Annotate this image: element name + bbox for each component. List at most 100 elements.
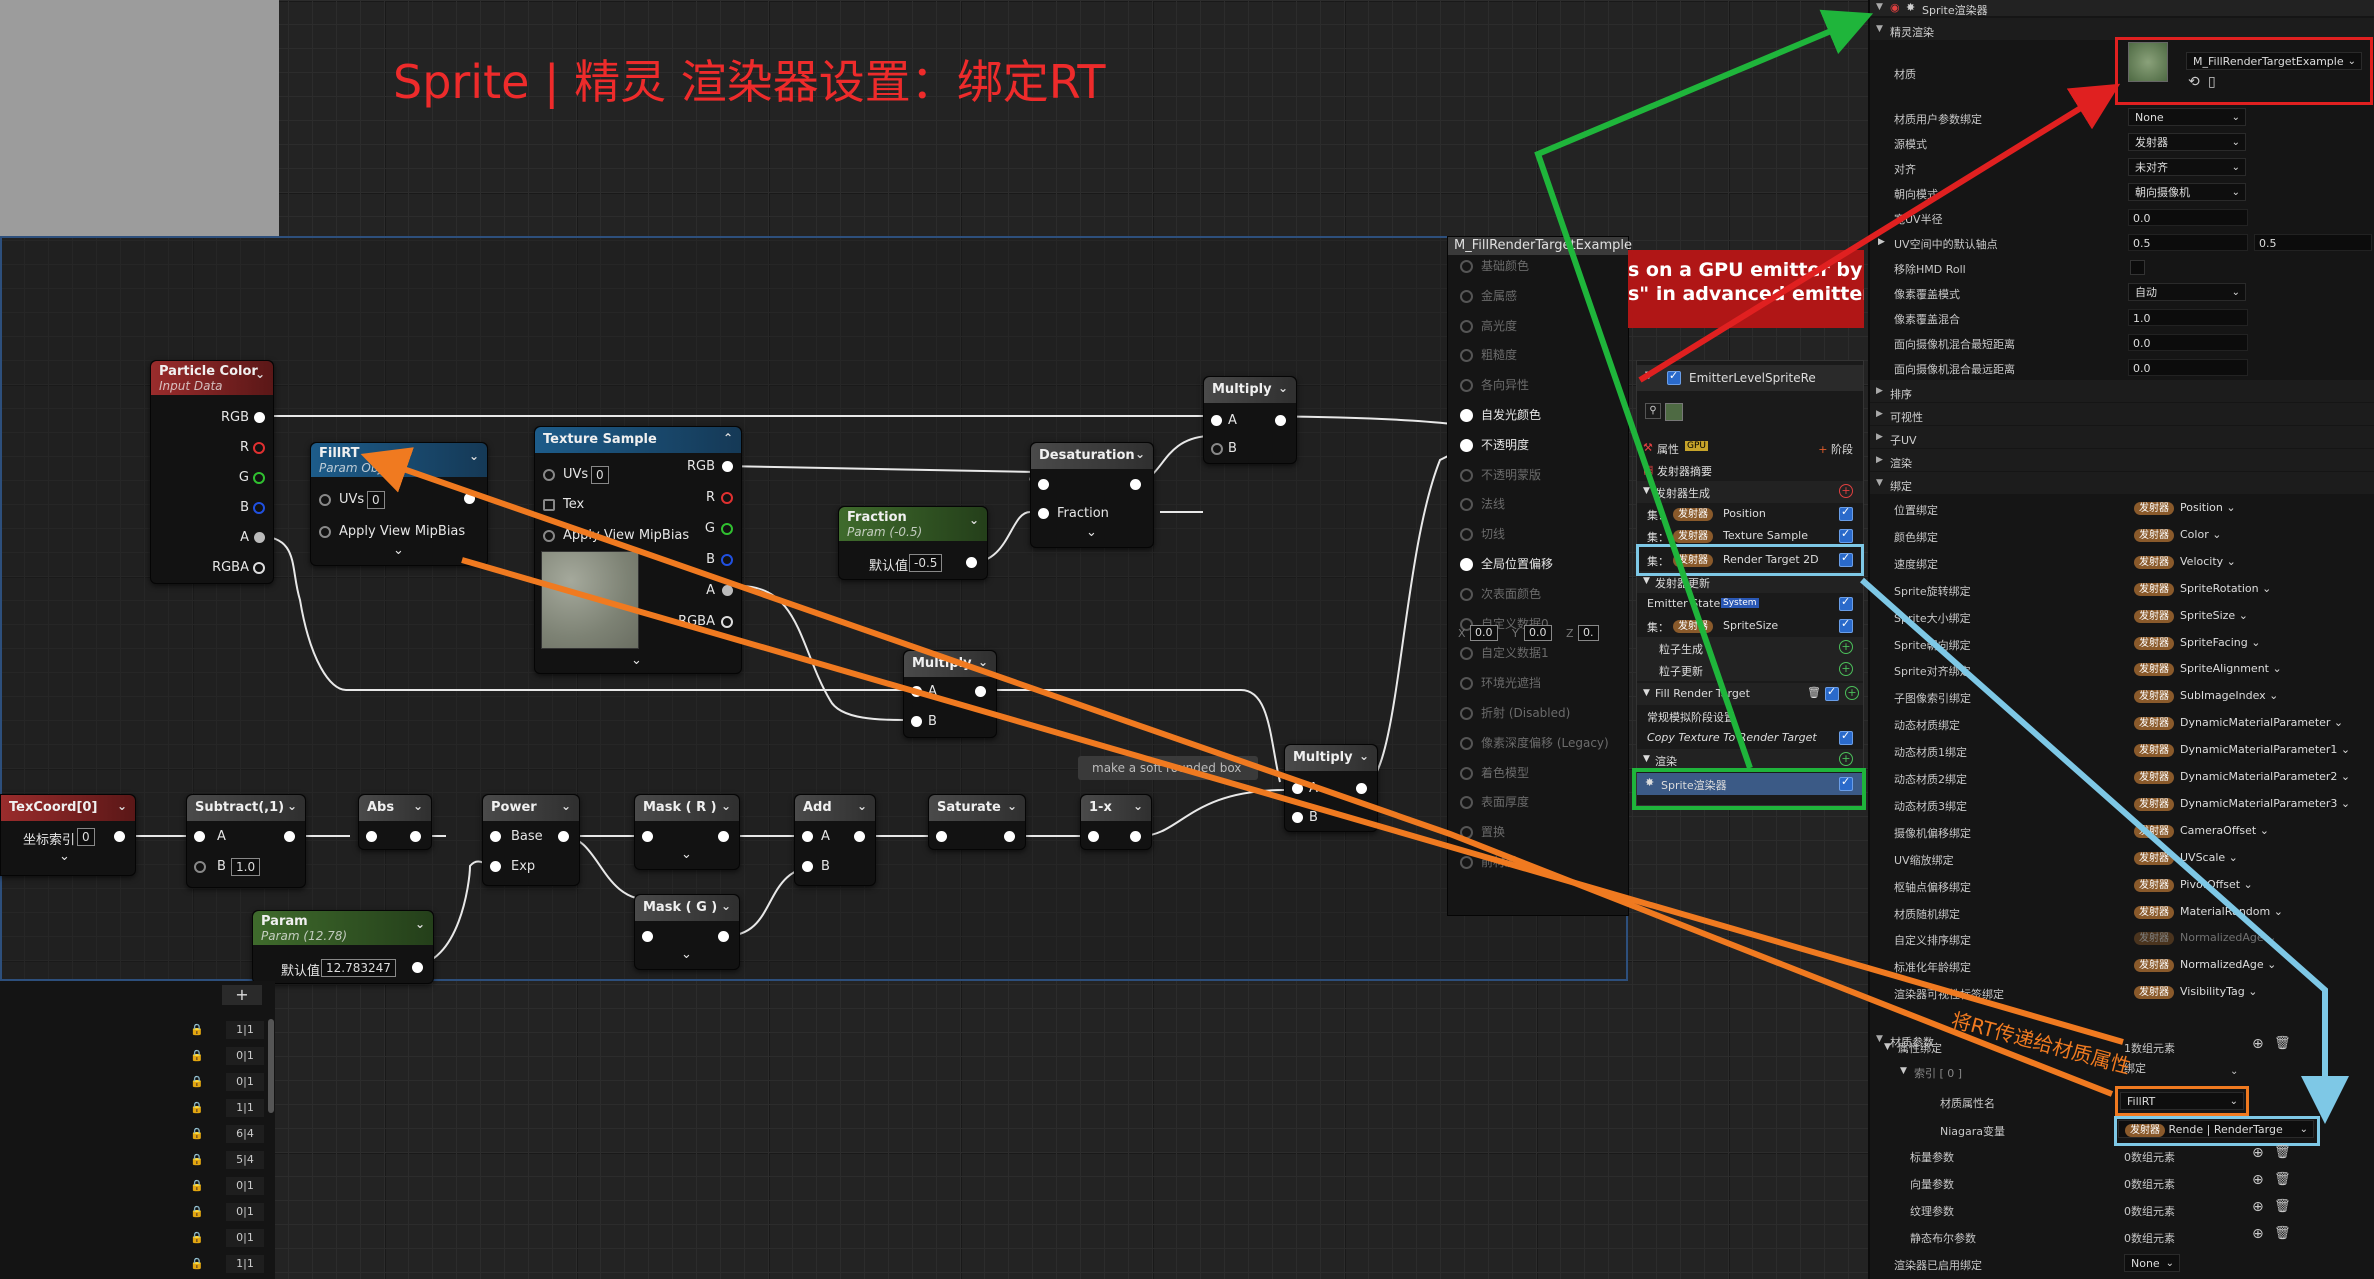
pin-output[interactable] [1004,831,1015,842]
settings-number-input-x[interactable]: 0.5 [2128,234,2248,251]
material-pin[interactable] [1460,558,1473,571]
section-header[interactable]: ▶子UV [1870,426,2374,448]
pin-a[interactable] [802,831,813,842]
trash-icon[interactable]: 🗑 [2274,1172,2291,1187]
add-element-icon[interactable]: ⊕ [2252,1172,2264,1188]
node-texcoord[interactable]: TexCoord[0]⌄ 坐标索引 0 ⌄ [0,794,136,876]
expand-icon[interactable]: ▶ [1876,409,1883,419]
parameter-list[interactable]: + 🔒1|1🔒0|1🔒0|1🔒1|1🔒6|4🔒5|4🔒0|1🔒0|1🔒0|1🔒1… [0,981,275,1279]
out-b[interactable] [721,554,733,566]
material-pin[interactable] [1460,349,1473,363]
pin-output[interactable] [975,686,986,697]
lock-icon[interactable]: 🔒 [190,1205,204,1218]
pin-rgba[interactable] [253,562,265,574]
out-r[interactable] [721,492,733,504]
material-pin[interactable] [1460,647,1473,661]
pin-a[interactable] [1211,415,1222,426]
wpo-z-value[interactable]: 0. [1578,625,1599,641]
default-value[interactable]: 12.783247 [321,959,396,977]
row-sprite-size[interactable]: 集： 发射器 SpriteSize [1637,615,1863,637]
add-module-icon[interactable]: + [1839,662,1853,676]
material-pin-row[interactable]: 全局位置偏移 [1460,555,1553,572]
chevron-down-icon[interactable]: ⌄ [254,367,265,381]
header-sprite-renderer[interactable]: ▼ ◉ ✸ Sprite渲染器 [1870,0,2374,17]
material-pin-row[interactable]: 表面厚度 [1460,793,1529,810]
chevron-down-icon[interactable]: ⌄ [1132,799,1143,813]
material-pin-row[interactable]: 法线 [1460,495,1505,512]
list-item[interactable]: 🔒5|4 [184,1149,268,1173]
emitter-enabled-checkbox[interactable] [1667,369,1681,385]
material-pin[interactable] [1460,379,1473,393]
settings-number-input[interactable]: 0.0 [2128,334,2248,351]
row-particle-spawn[interactable]: 粒子生成 + [1637,637,1863,659]
material-pin[interactable] [1460,409,1473,422]
add-element-icon[interactable]: ⊕ [2252,1036,2264,1052]
add-stage-button[interactable]: + 阶段 [1818,441,1853,457]
chevron-down-icon[interactable]: ⌄ [681,947,692,962]
emitter-header[interactable]: ▼ EmitterLevelSpriteRe [1637,365,1863,391]
uvs-value[interactable]: 0 [591,466,609,484]
folder-icon[interactable]: ▯ [2208,74,2216,90]
chevron-down-icon[interactable]: ⌄ [286,799,297,813]
material-output-node[interactable]: M_FillRenderTargetExample 基础颜色金属感高光度粗糙度各… [1447,236,1632,916]
node-mask-g[interactable]: Mask ( G )⌄ ⌄ [634,894,740,970]
material-pin-row[interactable]: 不透明度 [1460,436,1529,453]
node-abs[interactable]: Abs⌄ [358,794,432,850]
settings-checkbox[interactable] [2130,260,2145,275]
lock-icon[interactable]: 🔒 [190,1049,204,1062]
chevron-down-icon[interactable]: ⌄ [968,513,979,527]
chevron-down-icon[interactable]: ⌄ [631,653,642,668]
lock-icon[interactable]: 🔒 [190,1127,204,1140]
add-element-icon[interactable]: ⊕ [2252,1199,2264,1215]
lock-icon[interactable]: 🔒 [190,1179,204,1192]
row-spawn-position[interactable]: 集： 发射器 Position [1637,503,1863,525]
out-rgb[interactable] [722,461,733,472]
lock-icon[interactable]: 🔒 [190,1023,204,1036]
lock-icon[interactable]: 🔒 [190,1231,204,1244]
pin-rgb[interactable] [254,412,265,423]
row-properties[interactable]: ⚒ 属性 GPU + 阶段 [1637,437,1863,459]
material-pin-row[interactable]: 环境光遮挡 [1460,674,1541,691]
chevron-down-icon[interactable]: ⌄ [59,849,70,864]
collapse-icon[interactable]: ▼ [1643,576,1650,586]
lock-icon[interactable]: 🔒 [190,1257,204,1270]
material-pin-row[interactable]: 高光度 [1460,317,1517,334]
pin-input[interactable] [642,931,653,942]
material-pin[interactable] [1460,587,1473,601]
chevron-down-icon[interactable]: ⌄ [1006,799,1017,813]
chevron-down-icon[interactable]: ⌄ [681,847,692,862]
lock-icon[interactable]: 🔒 [190,1075,204,1088]
settings-dropdown[interactable]: 发射器⌄ [2128,133,2246,151]
module-enabled-checkbox[interactable] [1839,527,1853,543]
list-item[interactable]: 🔒0|1 [184,1175,268,1199]
collapse-icon[interactable]: ▼ [1643,754,1650,764]
trash-icon[interactable]: 🗑 [2274,1036,2291,1051]
material-pin-row[interactable]: 不透明蒙版 [1460,466,1541,483]
section-header[interactable]: ▶排序 [1870,380,2374,402]
material-pin[interactable] [1460,677,1473,691]
niagara-variable-dropdown[interactable]: 发射器 Rende | RenderTarge⌄ [2118,1120,2314,1138]
row-emitter-spawn[interactable]: ▼ 发射器生成 + [1637,481,1863,503]
material-pin[interactable] [1460,319,1473,333]
node-multiply-2[interactable]: Multiply⌄ A B [903,650,997,738]
list-item[interactable]: 🔒1|1 [184,1019,268,1043]
pin-b[interactable] [1292,812,1303,823]
details-panel[interactable]: ▼ ◉ ✸ Sprite渲染器 ▼ 精灵渲染 材质 M_FillRenderTa… [1868,0,2374,1279]
expand-icon[interactable]: ▶ [1876,455,1883,465]
chevron-down-icon[interactable]: ⌄ [1277,381,1288,395]
add-renderer-icon[interactable]: + [1839,752,1853,766]
add-module-icon[interactable]: + [1839,484,1853,498]
